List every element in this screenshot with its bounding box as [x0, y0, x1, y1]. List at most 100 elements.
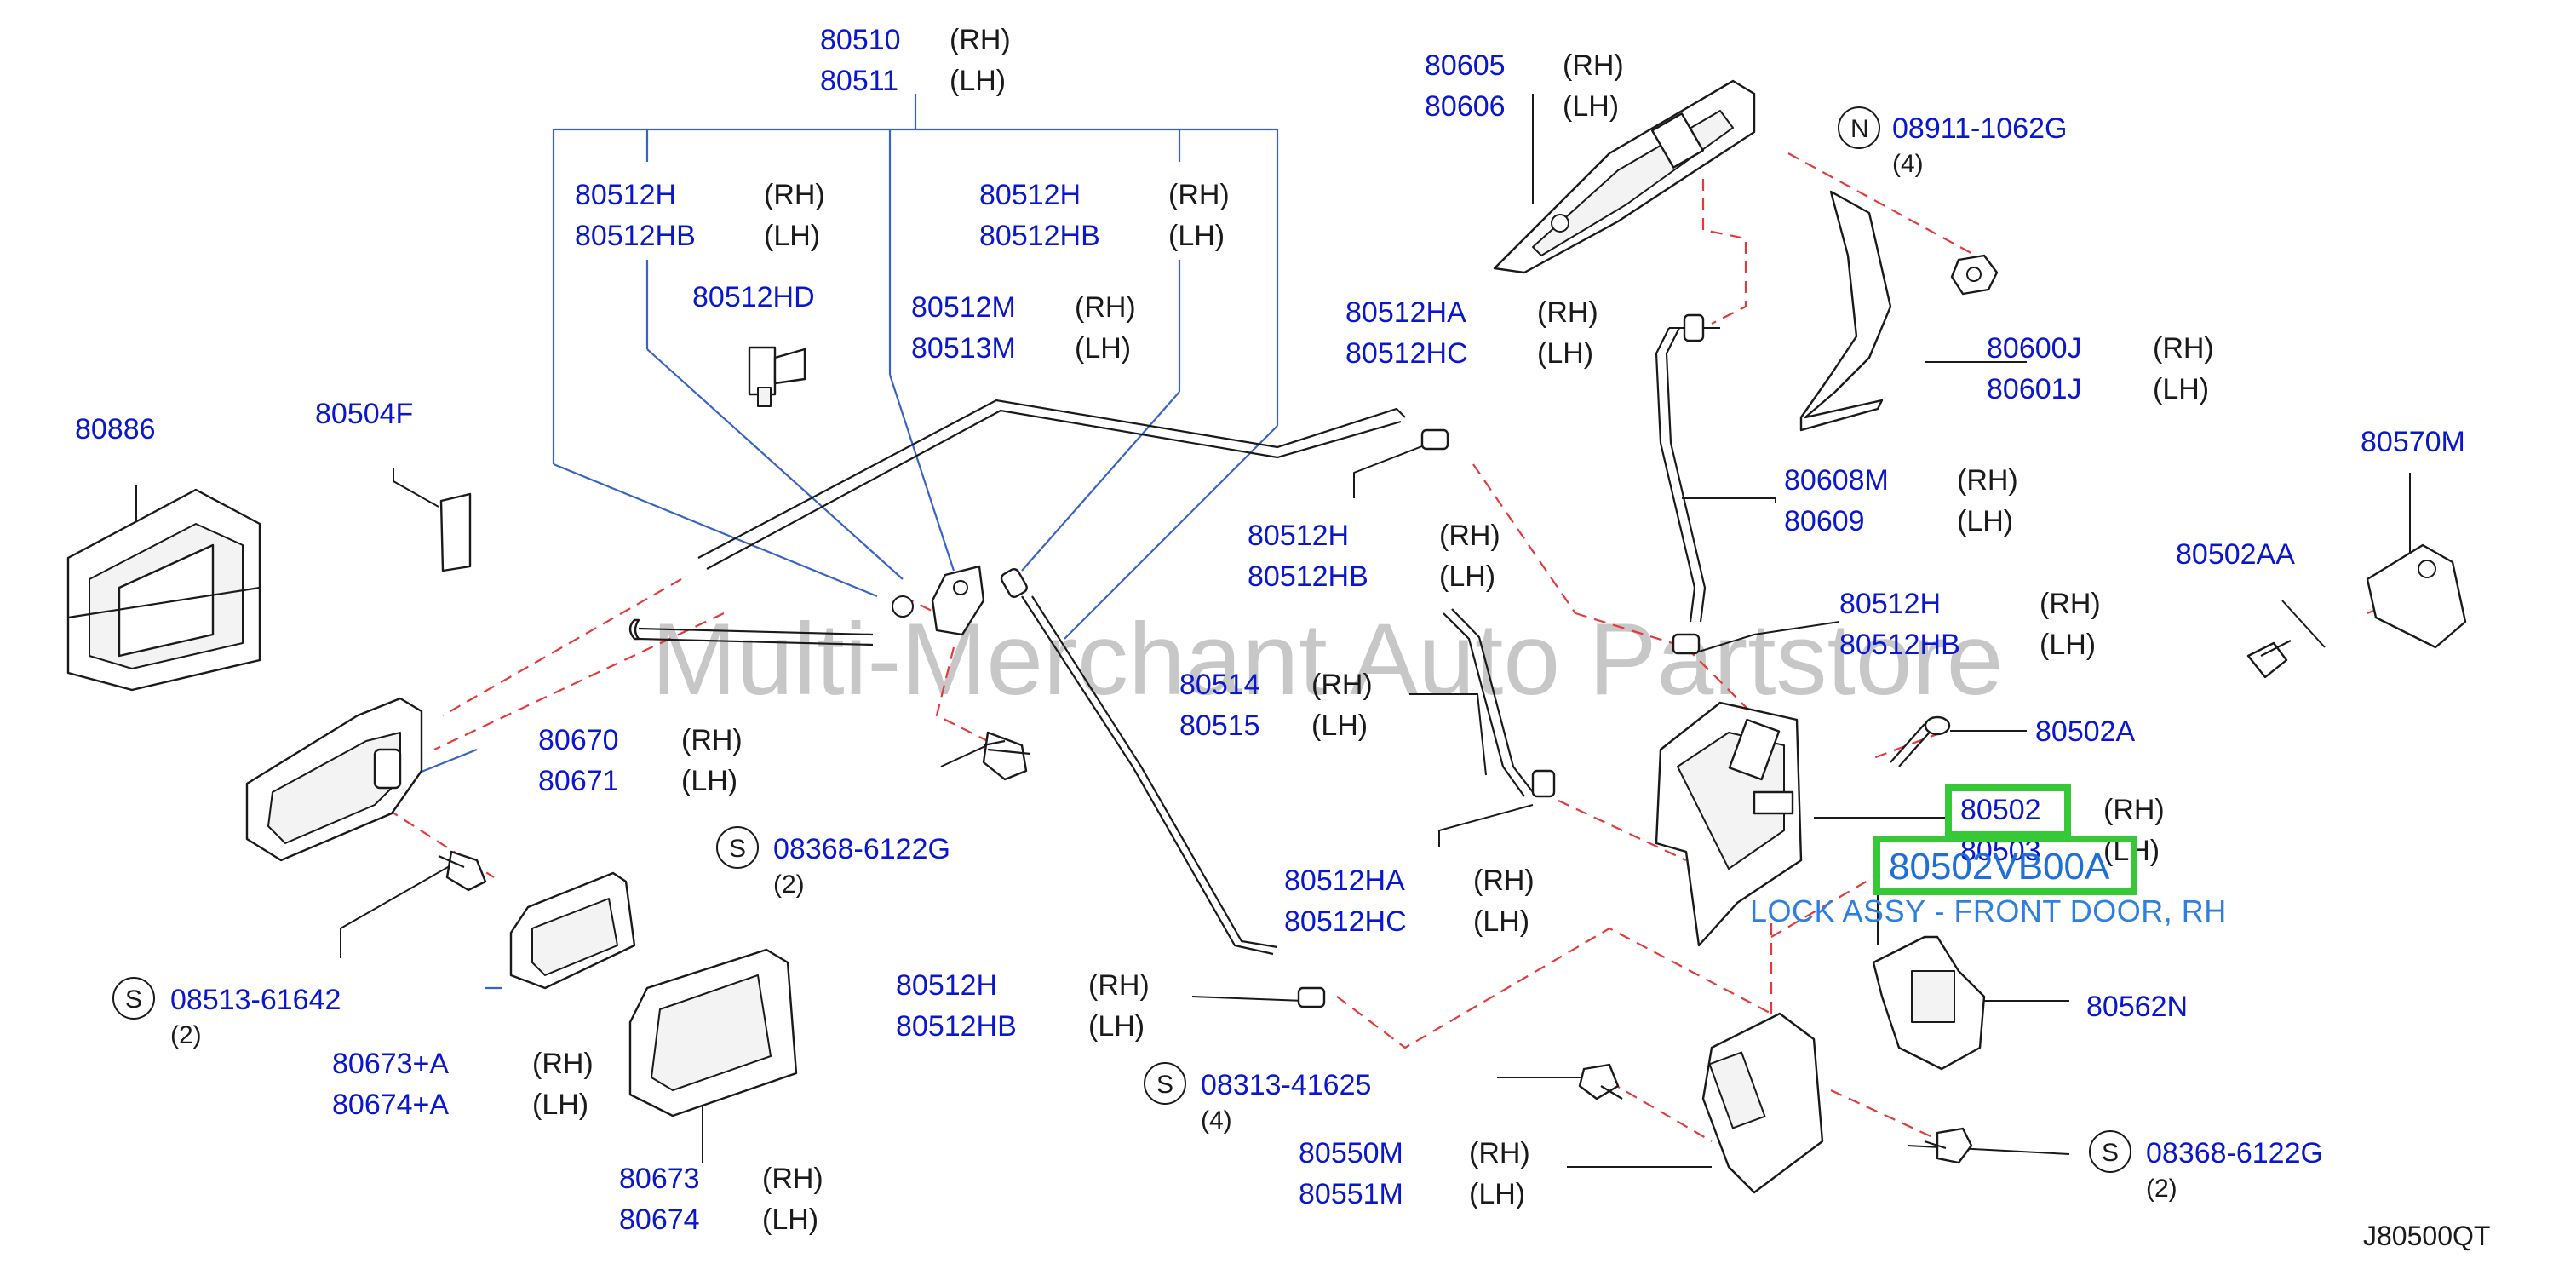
rod-diagonal [1021, 595, 1278, 956]
callout-80512HA-side: (RH) [1473, 865, 1535, 897]
part-80514-rod [1443, 608, 1556, 798]
callout-80512HB-pn[interactable]: 80512HB [896, 1010, 1017, 1043]
fastener-symbol: S [1156, 1071, 1173, 1099]
callout-80513M-pn[interactable]: 80513M [911, 332, 1016, 365]
callout-80605-pn[interactable]: 80605 [1425, 49, 1506, 82]
part-80673A-escutcheon [509, 871, 636, 990]
callout-80515-side: (LH) [1311, 710, 1368, 742]
callout-80550M-side: (RH) [1469, 1137, 1530, 1169]
callout-80512H-pn[interactable]: 80512H [575, 179, 676, 211]
part-clip-lower [1297, 986, 1326, 1008]
callout-80551M-pn[interactable]: 80551M [1299, 1178, 1403, 1210]
part-80670-handle-housing [245, 697, 423, 862]
callout-80512H-pn[interactable]: 80512H [1839, 588, 1941, 620]
callout-80512H-side: (RH) [764, 179, 825, 211]
callout-80570M-pn[interactable]: 80570M [2361, 426, 2465, 458]
watermark-text: Multi-Merchant Auto Partstore [651, 602, 2003, 716]
fastener-part[interactable]: 08368-6122G [773, 833, 950, 865]
callout-80670-pn[interactable]: 80670 [538, 724, 619, 756]
callout-80512HA-side: (RH) [1537, 296, 1598, 329]
callout-80512HC-pn[interactable]: 80512HC [1345, 337, 1468, 370]
part-lever [892, 565, 1028, 636]
fastener-part[interactable]: 08513-61642 [170, 984, 341, 1016]
callout-80671-side: (LH) [681, 765, 737, 797]
callout-80512HB-pn[interactable]: 80512HB [1248, 560, 1368, 593]
fastener-symbol-circle [1838, 106, 1880, 149]
fastener-symbol-circle [1144, 1062, 1186, 1105]
fastener-part[interactable]: 08313-41625 [1201, 1069, 1371, 1101]
callout-80514-pn[interactable]: 80514 [1179, 669, 1260, 701]
callout-80512HC-pn[interactable]: 80512HC [1284, 905, 1407, 938]
callout-80673-side: (RH) [762, 1163, 823, 1195]
fastener-qty: (2) [2146, 1175, 2177, 1203]
callout-80512H-pn[interactable]: 80512H [896, 969, 997, 1002]
callout-80674A-pn[interactable]: 80674+A [332, 1089, 449, 1121]
fastener-labels: N 08911-1062G (4) S 08368-6122G (2) S 08… [112, 106, 2323, 1203]
callout-80512HB-pn[interactable]: 80512HB [575, 220, 696, 252]
callout-80512H-pn[interactable]: 80512H [1248, 520, 1349, 552]
part-80673-bezel [628, 948, 798, 1117]
fastener-qty: (2) [170, 1021, 202, 1049]
callout-80512HB-side: (LH) [2040, 629, 2096, 661]
fastener-part[interactable]: 08368-6122G [2146, 1137, 2323, 1169]
callout-80512HB-side: (LH) [1168, 220, 1225, 252]
callout-80511-pn[interactable]: 80511 [820, 65, 898, 97]
part-screw-08513 [438, 850, 487, 892]
callout-80512HB-side: (LH) [1439, 560, 1495, 593]
callout-80502AA-pn[interactable]: 80502AA [2176, 538, 2295, 571]
callout-80606-pn[interactable]: 80606 [1425, 90, 1506, 123]
selected-part-number[interactable]: 80502VB00A [1889, 846, 2110, 888]
part-80600J-bracket [1799, 190, 1892, 432]
callout-80886-pn[interactable]: 80886 [75, 413, 156, 445]
callout-80608M-pn[interactable]: 80608M [1784, 464, 1889, 497]
callout-80515-pn[interactable]: 80515 [1179, 710, 1260, 742]
callout-80601J-side: (LH) [2153, 373, 2209, 405]
part-nut-08911 [1950, 254, 1999, 296]
part-screw-08368-left [982, 731, 1031, 781]
callout-80673-pn[interactable]: 80673 [619, 1163, 700, 1195]
highlight-box-80502 [1945, 784, 2071, 838]
callout-80551M-side: (LH) [1469, 1178, 1525, 1210]
part-80504F-pad [439, 492, 472, 572]
callout-80510-pn[interactable]: 80510 [820, 24, 901, 56]
callout-80674A-side: (LH) [532, 1089, 588, 1121]
assembly-lines [387, 152, 2453, 1142]
callout-80671-pn[interactable]: 80671 [538, 765, 619, 797]
selected-part-highlight [1873, 836, 2137, 895]
part-screw-08313 [1578, 1063, 1623, 1100]
part-clip-center [1420, 428, 1449, 451]
callout-80512HC-side: (LH) [1537, 337, 1593, 370]
callout-80502-pn[interactable]: 80502 [1960, 794, 2041, 826]
fastener-part[interactable]: 08911-1062G [1892, 112, 2067, 145]
callout-80512M-pn[interactable]: 80512M [911, 291, 1016, 324]
callout-80512HA-pn[interactable]: 80512HA [1284, 865, 1405, 897]
callout-80504F-pn[interactable]: 80504F [315, 398, 413, 430]
callout-80605-side: (RH) [1563, 49, 1624, 82]
selected-part-description: LOCK ASSY - FRONT DOOR, RH [1750, 893, 2227, 928]
fastener-symbol-circle [716, 826, 759, 869]
callout-80600J-pn[interactable]: 80600J [1987, 332, 2082, 365]
callout-80601J-pn[interactable]: 80601J [1987, 373, 2082, 405]
callout-80502A-pn[interactable]: 80502A [2035, 715, 2136, 748]
callout-80512H-pn[interactable]: 80512H [979, 179, 1081, 211]
callout-labels: 80510 (RH) 80511 (LH) 80512H (RH) 80512H… [75, 24, 2465, 1236]
callout-80674-side: (LH) [762, 1204, 818, 1236]
callout-80674-pn[interactable]: 80674 [619, 1204, 700, 1236]
fastener-symbol: S [729, 835, 746, 863]
callout-80600J-side: (RH) [2153, 332, 2214, 365]
callout-80512HB-pn[interactable]: 80512HB [1839, 629, 1960, 661]
callout-80512HB-pn[interactable]: 80512HB [979, 220, 1100, 252]
callout-80606-side: (LH) [1563, 90, 1619, 123]
callout-80673A-pn[interactable]: 80673+A [332, 1048, 449, 1080]
part-80512HD-clip [748, 346, 806, 407]
callout-80512H-side: (RH) [2040, 588, 2101, 620]
fastener-symbol-circle [112, 977, 155, 1020]
callout-80562N-pn[interactable]: 80562N [2086, 991, 2188, 1023]
callout-80511-side: (LH) [950, 65, 1006, 97]
callout-80550M-pn[interactable]: 80550M [1299, 1137, 1403, 1169]
callout-80512HD-pn[interactable]: 80512HD [692, 281, 815, 313]
callout-80512HA-pn[interactable]: 80512HA [1345, 296, 1466, 329]
part-80886-pad [66, 488, 261, 692]
callout-80609-pn[interactable]: 80609 [1784, 505, 1865, 537]
